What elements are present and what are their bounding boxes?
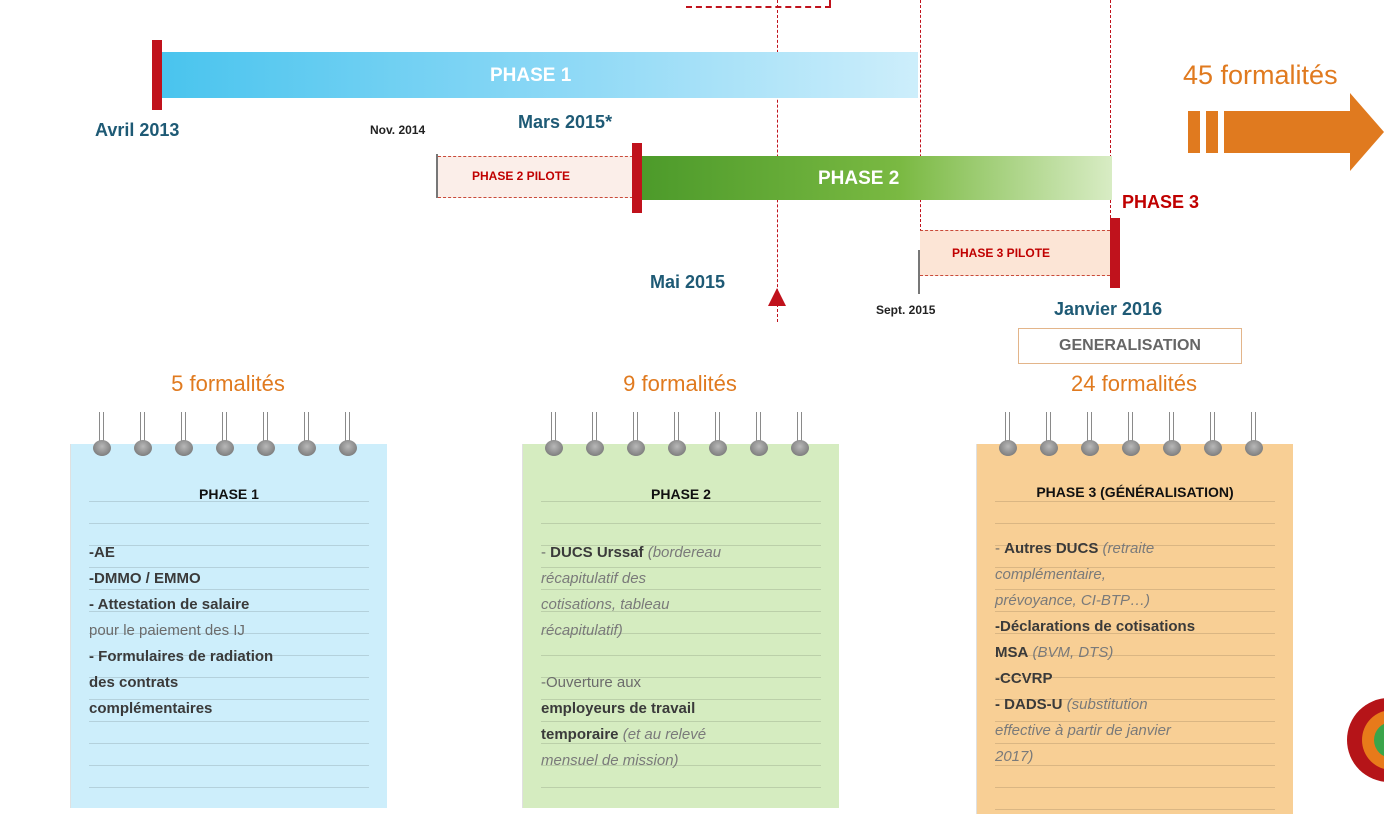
phase1-notepad-title: PHASE 1 bbox=[199, 486, 259, 502]
phase3-formalites-count: 24 formalités bbox=[1071, 371, 1197, 396]
phase2-pilot-box: PHASE 2 PILOTE bbox=[438, 156, 638, 198]
mars-2015-marker bbox=[632, 143, 642, 213]
date-avril-2013: Avril 2013 bbox=[95, 120, 180, 140]
list-item: - DADS-U (substitution bbox=[995, 696, 1148, 713]
phase1-spiral-rings bbox=[93, 412, 368, 462]
date-sept-2015: Sept. 2015 bbox=[876, 303, 936, 317]
list-item: - Autres DUCS (retraite bbox=[995, 540, 1155, 557]
list-item: -Déclarations de cotisations bbox=[995, 618, 1196, 635]
sept-2015-tick bbox=[918, 250, 920, 294]
phase2-notepad-title: PHASE 2 bbox=[651, 486, 711, 502]
phase3-notepad-title: PHASE 3 (GÉNÉRALISATION) bbox=[1036, 484, 1234, 500]
phase2-notepad: PHASE 2 - DUCS Urssaf (bordereau récapit… bbox=[522, 444, 839, 808]
mai-2015-triangle-icon bbox=[767, 287, 787, 312]
phase1-notepad: PHASE 1 -AE -DMMO / EMMO - Attestation d… bbox=[70, 444, 387, 808]
notepad-ruling bbox=[541, 480, 821, 808]
phase3-pilot-box: PHASE 3 PILOTE bbox=[920, 230, 1110, 276]
future-arrow-icon bbox=[1188, 93, 1384, 173]
phase3-notepad: PHASE 3 (GÉNÉRALISATION) - Autres DUCS (… bbox=[976, 444, 1293, 814]
list-item: - DUCS Urssaf (bordereau bbox=[541, 544, 722, 561]
date-mai-2015: Mai 2015 bbox=[650, 272, 726, 292]
phase1-formalites-count: 5 formalités bbox=[171, 371, 285, 396]
phase2-bar: PHASE 2 bbox=[640, 156, 1112, 200]
list-item: - Formulaires de radiation bbox=[89, 648, 274, 665]
janvier-2016-marker bbox=[1110, 218, 1120, 288]
janvier-2016-guide-line bbox=[1110, 0, 1111, 218]
list-item: -Ouverture aux bbox=[541, 674, 642, 691]
list-item: complémentaires bbox=[89, 700, 213, 717]
phase2-bar-label: PHASE 2 bbox=[818, 168, 900, 189]
list-item: cotisations, tableau bbox=[541, 596, 670, 613]
date-nov-2014: Nov. 2014 bbox=[370, 123, 426, 137]
avril-2013-marker bbox=[152, 40, 162, 110]
phase2-pilot-label: PHASE 2 PILOTE bbox=[472, 169, 571, 183]
phase3-label: PHASE 3 bbox=[1122, 192, 1200, 212]
list-item: récapitulatif) bbox=[541, 622, 623, 639]
total-formalites: 45 formalités bbox=[1183, 60, 1338, 90]
phase3-pilot-label: PHASE 3 PILOTE bbox=[952, 246, 1051, 260]
list-item: -DMMO / EMMO bbox=[89, 570, 201, 587]
phase1-bar: PHASE 1 bbox=[160, 52, 918, 98]
phase1-notepad-body: -AE -DMMO / EMMO - Attestation de salair… bbox=[89, 540, 377, 722]
list-item: effective à partir de janvier bbox=[995, 722, 1171, 739]
list-item: -AE bbox=[89, 544, 115, 561]
phase3-spiral-rings bbox=[999, 412, 1274, 462]
list-item: prévoyance, CI-BTP…) bbox=[995, 592, 1151, 609]
list-item: MSA (BVM, DTS) bbox=[995, 644, 1114, 661]
phase2-spiral-rings bbox=[545, 412, 820, 462]
phase1-bar-label: PHASE 1 bbox=[490, 65, 572, 86]
list-item: employeurs de travail bbox=[541, 700, 696, 717]
list-item: 2017) bbox=[995, 748, 1034, 765]
phase3-notepad-body: - Autres DUCS (retraite complémentaire, … bbox=[995, 536, 1283, 770]
notepad-ruling bbox=[995, 480, 1275, 814]
notepad-ruling bbox=[89, 480, 369, 808]
list-item: temporaire (et au relevé bbox=[541, 726, 707, 743]
top-dashed-box bbox=[686, 0, 831, 8]
list-item: des contrats bbox=[89, 674, 179, 691]
nov-2014-tick bbox=[436, 154, 438, 198]
generalisation-label: GENERALISATION bbox=[1059, 337, 1201, 354]
list-item: complémentaire, bbox=[995, 566, 1106, 583]
list-item: récapitulatif des bbox=[541, 570, 647, 587]
phase2-notepad-body: - DUCS Urssaf (bordereau récapitulatif d… bbox=[541, 540, 829, 774]
date-mars-2015: Mars 2015* bbox=[518, 112, 613, 132]
list-item: mensuel de mission) bbox=[541, 752, 679, 769]
sept-2015-guide-line bbox=[920, 0, 921, 232]
list-item: - Attestation de salaire bbox=[89, 596, 250, 613]
phase2-formalites-count: 9 formalités bbox=[623, 371, 737, 396]
generalisation-box: GENERALISATION bbox=[1018, 328, 1242, 364]
list-item: -CCVRP bbox=[995, 670, 1053, 687]
logo-badge-icon bbox=[1346, 697, 1384, 783]
list-item: pour le paiement des IJ bbox=[89, 622, 245, 639]
date-janvier-2016: Janvier 2016 bbox=[1054, 299, 1163, 319]
